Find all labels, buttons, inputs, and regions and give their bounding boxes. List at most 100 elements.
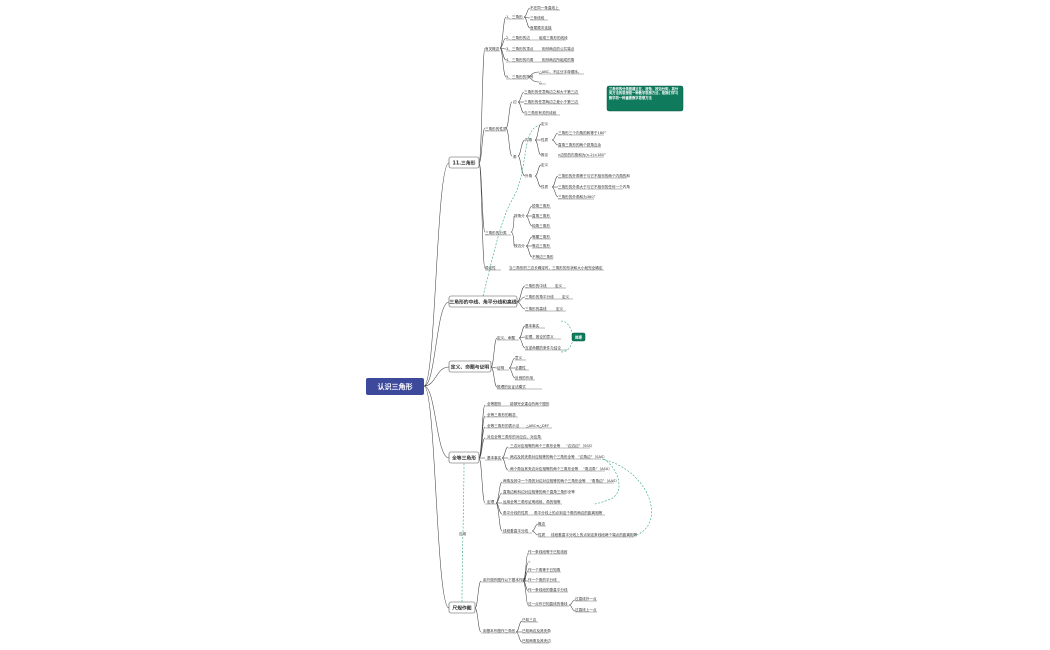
label-outer-prop: 性质 (541, 184, 549, 189)
label-stability: 稳定性 (485, 265, 496, 270)
label-outer-prop-3: 三角形的外角和为360° (558, 194, 596, 199)
label-inner-def: 定义 (541, 121, 549, 126)
branch-triangle-label: 11.三角形 (453, 160, 476, 167)
label-scalene: 不等边三角形 (532, 254, 554, 259)
application-link: 应用 (459, 462, 467, 603)
label-by-angle: 按角分 (514, 213, 525, 218)
label-apply-congruent: 运用全等三角形证明线段、角的相等 (503, 499, 561, 504)
label-outer-prop-2: 三角形的外角大于与它不相邻的任何一个内角 (558, 184, 630, 189)
label-copy-angle: 作一个角等于已知角 (528, 567, 561, 572)
branch-congruent-triangles[interactable]: 全等三角形 (448, 451, 480, 464)
note-text: 三角形的分类是建立在、按角、按边分类，其分类方法的思想是一种数学思想方法，是我们… (609, 87, 679, 100)
branch-congruent-label: 全等三角形 (451, 455, 476, 462)
label-congruent-concept: 全等三角形的概念 (487, 412, 516, 417)
label-angle: 角 (513, 154, 517, 159)
label-by-side: 按边分 (514, 243, 525, 248)
label-contradiction: 推理的反证法模式 (497, 384, 526, 389)
branch-1-labels: 有关概念 1、三角形 不在同一条直线上 三条线段 首尾顺次连接 2、三角形的边 … (485, 5, 630, 271)
label-inner-prop-1: 三角形三个内角的和等于180° (558, 130, 606, 135)
note-box[interactable]: 三角形的分类是建立在、按角、按边分类，其分类方法的思想是一种数学思想方法，是我们… (606, 85, 684, 112)
label-asa: 两个角及其夹边对应相等的两个三角形全等 (510, 466, 579, 471)
reasoning-tag-label: 推理 (575, 335, 582, 340)
label-def4: 4、三角形的内角 (506, 57, 534, 62)
label-def1b: 三条线段 (530, 15, 545, 20)
label-congruent-figures: 全等图形 (487, 401, 502, 406)
label-counterexample: 反例的作用 (515, 375, 533, 380)
label-congruent-notation: 全等三角形的表示法 (487, 423, 520, 428)
label-sas-name: “边角边”（SAS） (578, 454, 607, 459)
label-perp-bisector: 线段垂直平分线 (503, 528, 529, 533)
branch-compass-construction[interactable]: 尺规作图 (448, 601, 476, 614)
branch-definition-proof[interactable]: 定义、命题与证明 (448, 360, 492, 373)
reasoning-tag[interactable]: 推理 (571, 332, 586, 342)
label-altitude-def: 定义 (556, 306, 564, 311)
label-perp-concept: 概念 (538, 521, 546, 526)
label-right: 直角三角形 (532, 213, 550, 218)
label-properties: 三角形的性质 (485, 126, 507, 131)
label-angle-bisect: 作一个角的平分线 (528, 577, 557, 582)
label-acute: 锐角三角形 (532, 203, 550, 208)
label-def4-value: 相邻两边所组成的角 (542, 57, 575, 62)
root-node[interactable]: 认识三角形 (366, 378, 424, 395)
label-basic-facts: 基本事实 (487, 455, 502, 460)
label-equilateral: 等边三角形 (532, 243, 550, 248)
label-construct-triangle: 用基本作图作三角形 (483, 628, 516, 633)
branch-construction-label: 尺规作图 (452, 605, 471, 612)
label-copy-segment: 作一条线段等于已知线段 (528, 549, 568, 554)
label-def1c: 首尾顺次连接 (530, 25, 552, 30)
branch-2-connectors (516, 285, 526, 310)
label-median-def: 定义 (555, 283, 563, 288)
label-median: 三角形的中线 (525, 283, 547, 288)
label-isosceles: 等腰三角形 (532, 234, 550, 239)
label-altitude: 三角形的高线 (525, 306, 547, 311)
label-outer-angle: 外角 (525, 173, 533, 178)
branch-1-connectors (478, 7, 559, 269)
label-asa-construct: 已知两角及其夹边 (522, 638, 551, 643)
branch-5-connectors (474, 552, 576, 643)
label-side-2: 三角形的任意两边之差小于第三边 (524, 99, 578, 104)
branch-median-bisector-altitude[interactable]: 三角形的中线、角平分线和高线 (448, 295, 518, 308)
branch-4-labels: 全等图形 能够完全重合的两个图形 全等三角形的概念 全等三角形的表示法 △ABC… (485, 401, 638, 538)
label-perp-prop-value: 线段垂直平分线上的点到这条线段两个端点的距离相等 (551, 532, 638, 537)
branch-median-label: 三角形的中线、角平分线和高线 (449, 299, 516, 306)
branch-definition-label: 定义、命题与证明 (451, 364, 490, 371)
label-stability-value: 当三角形的三边长确定时，三角形的形状和大小就完全确定 (509, 265, 603, 270)
label-sas-construct: 已知两边及其夹角 (522, 628, 551, 633)
label-inner-prop: 性质 (541, 137, 549, 142)
label-basic-constructions: 用尺规作图作以下基本作图 (483, 577, 527, 582)
label-basic-concepts: 有关概念 (485, 46, 500, 51)
label-outer-prop-1: 三角形的外角等于与它不相邻的两个内角的和 (558, 173, 630, 178)
label-def2-value: 组成三角形的线段 (539, 35, 568, 40)
branch-5-labels: 用尺规作图作以下基本作图 作一条线段等于已知线段 A 作一个角等于已知角 作一个… (481, 549, 597, 644)
label-theorems: 定理 (487, 499, 495, 504)
root-label: 认识三角形 (378, 382, 413, 391)
label-perp-bisect: 作一条线段的垂直平分线 (528, 587, 568, 592)
label-perp-outside: 过直线外一点 (575, 596, 597, 601)
label-side-3: 与三角形有关的线段 (524, 110, 557, 115)
label-proof-meaning: 意义 (515, 355, 523, 360)
branch-2-labels: 三角形的中线 定义 三角形的角平分线 定义 三角形的高线 定义 (525, 283, 573, 312)
classification-link (482, 124, 541, 297)
label-def5a: △ABC，不区分字母顺序。 (539, 69, 581, 74)
application-tag-label: 应用 (459, 531, 467, 536)
label-def2: 2、三角形的边 (506, 35, 530, 40)
label-side: 边 (513, 99, 517, 104)
label-bisector: 三角形的角平分线 (525, 294, 554, 299)
label-converse: 互逆命题的条件与结论 (525, 345, 561, 350)
label-theorem-meaning: 定理、推论的意义 (525, 334, 554, 339)
label-obtuse: 钝角三角形 (532, 223, 550, 228)
branch-triangle[interactable]: 11.三角形 (448, 156, 480, 169)
label-corresponding: 对应全等三角形的对应边、对应角 (487, 434, 541, 439)
label-outer-def: 定义 (541, 162, 549, 167)
label-def3: 3、三角形的顶点 (506, 46, 534, 51)
label-inner-app-1: n边形的内角和为(n-2)×180° (558, 152, 606, 157)
label-angle-bisector-prop: 角平分线的性质 (503, 510, 529, 515)
label-necessity: 必要性 (515, 365, 526, 370)
label-definition-proposition: 定义、命题 (497, 335, 515, 340)
label-aas: 两角及其中一个角的对边对应相等的两个三角形全等 (503, 478, 586, 483)
label-bisector-def: 定义 (562, 294, 570, 299)
label-classification: 三角形的分类 (485, 230, 507, 235)
label-def5b: △ (539, 80, 542, 84)
label-inner-app: 推论 (541, 152, 549, 157)
